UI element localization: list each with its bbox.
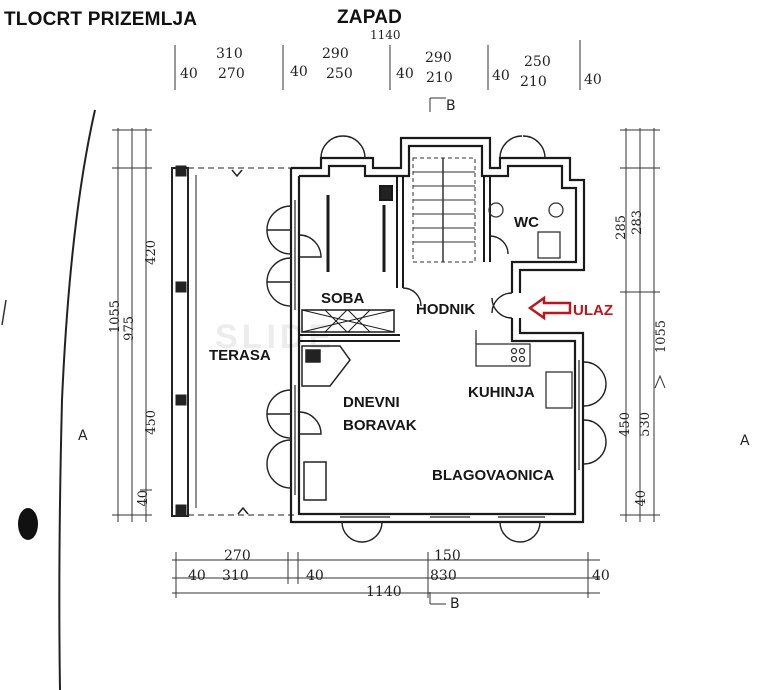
door-swings	[266, 135, 607, 543]
section-b-top: B	[446, 98, 456, 114]
plan-title: TLOCRT PRIZEMLJA	[4, 9, 198, 30]
bottom-dim: 40	[306, 568, 324, 584]
top-dim: 250	[524, 54, 551, 70]
left-dim: 975	[122, 316, 137, 341]
right-dim: 285	[614, 215, 629, 240]
room-label-dnevni: DNEVNI	[343, 394, 400, 411]
bottom-dim: 150	[434, 548, 461, 564]
bottom-total-dim: 1140	[366, 584, 402, 600]
paper-mark	[1, 299, 7, 326]
bottom-dim: 270	[224, 548, 251, 564]
dimension-lines	[112, 40, 666, 605]
room-label-wc: WC	[514, 214, 539, 231]
room-label-boravak: BORAVAK	[343, 417, 417, 434]
left-dim: 40	[136, 490, 151, 507]
section-a-left: A	[78, 428, 88, 444]
left-dim: 1055	[108, 300, 123, 334]
entrance-label: ULAZ	[573, 302, 613, 319]
room-label-blagovaonica: BLAGOVAONICA	[432, 467, 555, 484]
bottom-dim: 40	[592, 568, 610, 584]
left-dim: 450	[144, 410, 159, 435]
left-dim: 420	[144, 240, 159, 265]
room-label-terasa: TERASA	[209, 347, 271, 364]
top-dim: 210	[426, 70, 453, 86]
watermark: SLIDE	[215, 318, 336, 356]
window-marks	[294, 200, 580, 518]
room-label-kuhinja: KUHINJA	[468, 384, 535, 401]
right-dim: 283	[630, 210, 645, 235]
top-dim: 270	[218, 66, 245, 82]
top-dim: 210	[520, 74, 547, 90]
interior-walls	[299, 176, 491, 342]
top-total-dimension: 1140	[370, 28, 401, 42]
top-dim: 40	[180, 66, 198, 82]
section-a-right: A	[740, 433, 750, 449]
bottom-dim: 310	[222, 568, 249, 584]
orientation-label: ZAPAD	[337, 7, 403, 28]
staircase	[412, 157, 476, 263]
wc-fixtures	[488, 202, 564, 259]
fireplace	[301, 345, 351, 501]
top-dim: 40	[492, 68, 510, 84]
bottom-dim: 40	[188, 568, 206, 584]
top-dim: 40	[584, 72, 602, 88]
top-dim: 250	[326, 66, 353, 82]
terrace	[171, 165, 294, 517]
entrance-arrow	[527, 295, 572, 321]
kitchen-counter	[475, 330, 573, 409]
right-dim: 40	[634, 490, 649, 507]
right-dim: 450	[618, 412, 633, 437]
room-label-hodnik: HODNIK	[416, 301, 476, 318]
top-dim: 40	[290, 64, 308, 80]
paper-edge	[58, 109, 96, 690]
right-dim: 530	[638, 412, 653, 437]
top-dim: 310	[216, 46, 243, 62]
outer-walls	[289, 136, 586, 524]
room-label-soba: SOBA	[321, 290, 365, 307]
binder-hole	[18, 508, 38, 540]
section-b-bottom: B	[450, 596, 460, 612]
bottom-dim: 830	[430, 568, 457, 584]
top-dim: 290	[425, 50, 452, 66]
top-dim: 290	[322, 46, 349, 62]
right-dim: 1055	[654, 320, 669, 354]
top-dim: 40	[396, 66, 414, 82]
